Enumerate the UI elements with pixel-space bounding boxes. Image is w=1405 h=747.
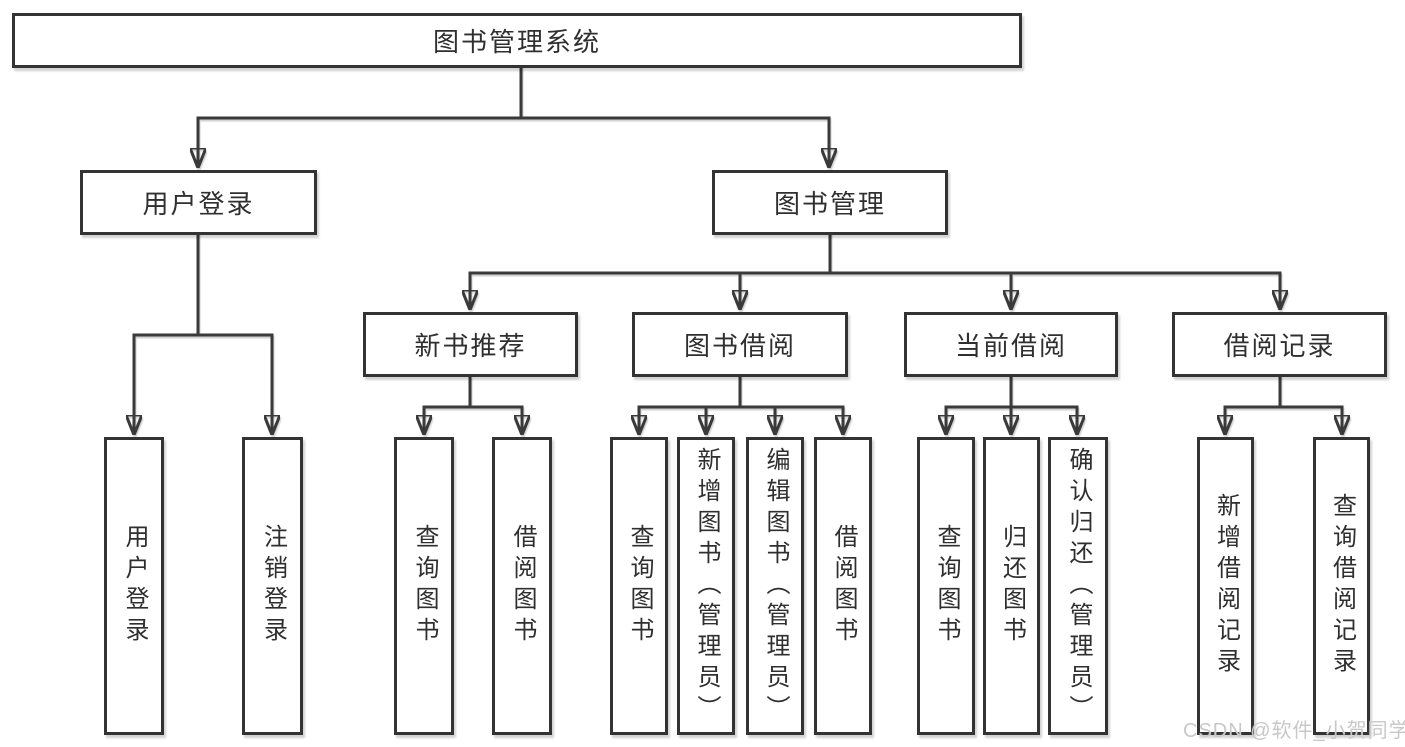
node-label: 当前借阅: [954, 331, 1067, 361]
node-label: 图书管理: [773, 189, 886, 219]
leaf-borrow-books: 借阅图书: [814, 437, 872, 735]
node-label: 查询图书: [933, 524, 960, 648]
leaf-query-books-borrowing: 查询图书: [610, 437, 668, 735]
leaf-confirm-return-admin: 确认归还（管理员）: [1048, 437, 1108, 735]
node-new-book-recommend: 新书推荐: [363, 312, 578, 377]
node-label: 归还图书: [998, 524, 1026, 648]
leaf-logout: 注销登录: [242, 437, 303, 735]
node-label: 借阅图书: [509, 524, 536, 648]
node-label: 用户登录: [121, 524, 148, 648]
leaf-query-borrow-record: 查询借阅记录: [1313, 437, 1370, 735]
node-label: 图书管理系统: [432, 27, 601, 57]
node-label: 新增借阅记录: [1212, 493, 1240, 679]
node-label: 图书借阅: [683, 331, 796, 361]
node-label: 借阅记录: [1223, 331, 1336, 361]
leaf-borrow-books-recommend: 借阅图书: [492, 437, 552, 735]
leaf-query-books-current: 查询图书: [917, 437, 975, 735]
node-book-borrowing: 图书借阅: [632, 312, 848, 377]
node-label: 查询图书: [411, 524, 438, 648]
node-label: 注销登录: [259, 524, 287, 648]
node-borrow-records: 借阅记录: [1172, 312, 1387, 377]
leaf-return-books: 归还图书: [983, 437, 1040, 735]
leaf-edit-books-admin: 编辑图书（管理员）: [746, 437, 804, 735]
node-current-borrowing: 当前借阅: [904, 312, 1118, 377]
node-label: 查询图书: [626, 524, 653, 648]
node-label: 查询借阅记录: [1328, 493, 1356, 679]
leaf-query-books-recommend: 查询图书: [394, 437, 454, 735]
node-library-management-system: 图书管理系统: [12, 13, 1022, 68]
node-label: 新增图书（管理员）: [693, 446, 720, 726]
node-label: 确认归还（管理员）: [1065, 446, 1092, 726]
leaf-add-books-admin: 新增图书（管理员）: [677, 437, 735, 735]
csdn-watermark: CSDN @软件_小贺同学: [1183, 720, 1405, 742]
node-label: 新书推荐: [414, 331, 527, 361]
leaf-add-borrow-record: 新增借阅记录: [1197, 437, 1254, 735]
leaf-user-login: 用户登录: [104, 437, 164, 735]
node-book-management: 图书管理: [712, 170, 948, 235]
node-label: 用户登录: [142, 189, 255, 219]
node-label: 编辑图书（管理员）: [762, 446, 789, 726]
node-user-login: 用户登录: [80, 170, 317, 235]
node-label: 借阅图书: [830, 524, 857, 648]
